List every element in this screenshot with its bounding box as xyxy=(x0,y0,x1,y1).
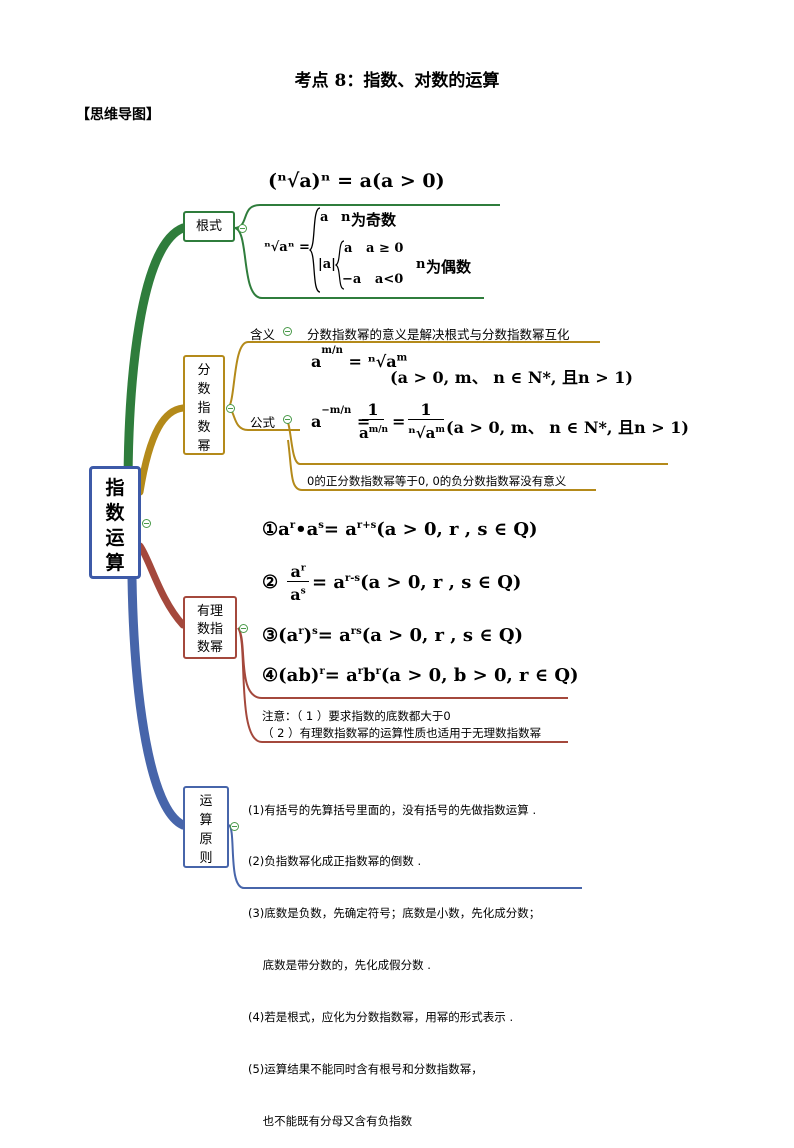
branch-rational-box: 有理 数指 数幂 xyxy=(183,596,237,659)
rule3: ③(ar)s= ars(a > 0, r , s ∈ Q) xyxy=(262,625,524,646)
branch-char: 数 xyxy=(197,382,211,397)
rule2-rhs: = ar-s(a > 0, r , s ∈ Q) xyxy=(312,572,522,593)
principle-item: 底数是带分数的，先化成假分数 . xyxy=(248,958,431,973)
root-char: 数 xyxy=(105,502,125,524)
branch-char: 幂 xyxy=(197,439,211,454)
branch-line: 数幂 xyxy=(196,640,223,655)
circled-1-icon: ① xyxy=(262,519,279,540)
branch-char: 原 xyxy=(199,832,213,847)
formula-label: 公式 xyxy=(250,415,276,430)
rule2-den: as xyxy=(290,585,306,604)
branch-principle-box: 运 算 原 则 xyxy=(183,786,229,868)
root-topic-box: 指 数 运 算 xyxy=(89,466,141,579)
case-ge: a a ≥ 0 xyxy=(344,241,404,256)
formula2-frac1-num: 1 xyxy=(362,400,384,420)
formula1-condition: (a > 0, m、 n ∈ N*, 且n > 1) xyxy=(390,368,633,387)
branch-radical-label: 根式 xyxy=(195,219,222,234)
collapse-icon[interactable] xyxy=(238,224,247,233)
rule2-index: ② xyxy=(262,572,278,593)
collapse-icon[interactable] xyxy=(226,404,235,413)
rational-note-2: （ 2 ）有理数指数幂的运算性质也适用于无理数指数幂 xyxy=(262,726,542,740)
radical-power-formula: (ⁿ√a)ⁿ = a(a > 0) xyxy=(268,170,445,192)
principle-item: (4)若是根式，应化为分数指数幂，用幂的形式表示 . xyxy=(248,1010,514,1025)
collapse-icon[interactable] xyxy=(230,822,239,831)
zero-power-note: 0的正分数指数幂等于0, 0的负分数指数幂没有意义 xyxy=(307,474,567,488)
even-text: 为偶数 xyxy=(426,258,472,276)
rational-note-1: 注意：（ 1 ）要求指数的底数都大于0 xyxy=(262,709,451,723)
rule4: ④(ab)r= arbr(a > 0, b > 0, r ∈ Q) xyxy=(262,665,579,686)
branch-char: 运 xyxy=(199,794,213,809)
radical-root-symbol: ⁿ√aⁿ = xyxy=(264,240,310,255)
rule2-num: ar xyxy=(287,562,309,582)
odd-text: 为奇数 xyxy=(351,211,397,229)
rule1-condition: (a > 0, r , s ∈ Q) xyxy=(376,519,538,540)
root-char: 指 xyxy=(105,477,125,499)
branch-char: 指 xyxy=(197,401,211,416)
branch-fractional-box: 分 数 指 数 幂 xyxy=(183,355,225,455)
formula2-frac2-num: 1 xyxy=(408,400,444,420)
root-char: 运 xyxy=(105,527,125,549)
root-char: 算 xyxy=(105,552,125,574)
formula2-frac2-den: ⁿ√am xyxy=(408,424,445,442)
branch-char: 数 xyxy=(197,420,211,435)
brace-icon xyxy=(335,240,345,290)
case-lt: −a a<0 xyxy=(342,272,404,287)
section-label: 【思维导图】 xyxy=(76,107,160,123)
principle-item: (2)负指数幂化成正指数幂的倒数 . xyxy=(248,854,422,869)
brace-icon xyxy=(308,207,321,293)
case-n-even: n xyxy=(416,257,426,272)
meaning-text: 分数指数幂的意义是解决根式与分数指数幂互化 xyxy=(307,327,570,342)
principle-list: (1)有括号的先算括号里面的，没有括号的先做指数运算 . (2)负指数幂化成正指… xyxy=(248,767,540,1148)
collapse-icon[interactable] xyxy=(283,415,292,424)
circled-3-icon: ③ xyxy=(262,625,279,646)
case-n-odd: n xyxy=(341,210,351,225)
meaning-label: 含义 xyxy=(250,327,276,342)
branch-char: 分 xyxy=(197,363,211,378)
formula1-lhs: am/n = ⁿ√am xyxy=(311,344,408,371)
formula2-lhs: a−m/n = xyxy=(311,404,371,431)
rule4-condition: (a > 0, b > 0, r ∈ Q) xyxy=(380,665,579,686)
rule3-condition: (a > 0, r , s ∈ Q) xyxy=(361,625,524,646)
formula2-condition: (a > 0, m、 n ∈ N*, 且n > 1) xyxy=(446,418,689,437)
mindmap-connectors xyxy=(123,204,668,889)
principle-item: (5)运算结果不能同时含有根号和分数指数幂， xyxy=(248,1062,483,1077)
formula2-equals: = xyxy=(392,412,406,431)
case-a: a xyxy=(320,210,329,225)
circled-2-icon: ② xyxy=(262,572,279,593)
principle-item: 也不能既有分母又含有负指数 xyxy=(248,1113,413,1128)
collapse-icon[interactable] xyxy=(142,519,151,528)
circled-4-icon: ④ xyxy=(262,665,279,686)
principle-item: (3)底数是负数，先确定符号；底数是小数，先化成分数； xyxy=(248,906,541,921)
branch-char: 算 xyxy=(199,813,213,828)
page-title: 考点 8：指数、对数的运算 xyxy=(294,71,500,91)
branch-line: 有理 xyxy=(196,604,223,619)
formula2-frac1-den: am/n xyxy=(359,424,389,442)
rule2-condition: (a > 0, r , s ∈ Q) xyxy=(360,572,522,593)
principle-item: (1)有括号的先算括号里面的，没有括号的先做指数运算 . xyxy=(248,802,537,817)
branch-char: 则 xyxy=(199,851,213,866)
branch-radical-box: 根式 xyxy=(183,211,235,242)
collapse-icon[interactable] xyxy=(239,624,248,633)
rule1: ①ar•as= ar+s(a > 0, r , s ∈ Q) xyxy=(262,519,538,540)
branch-line: 数指 xyxy=(196,622,223,637)
case-abs: |a| xyxy=(318,257,336,272)
collapse-icon[interactable] xyxy=(283,327,292,336)
